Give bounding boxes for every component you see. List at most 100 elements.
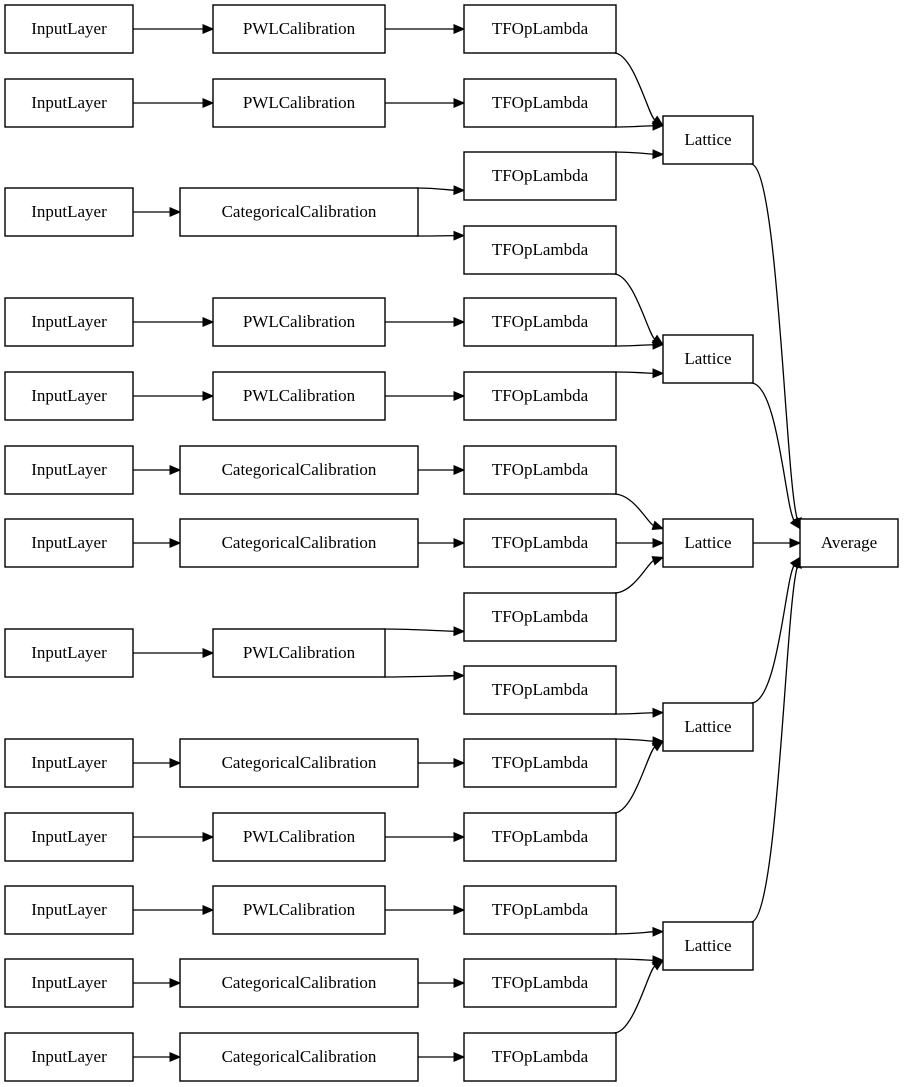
node-input-layer[interactable]: InputLayer: [4, 78, 134, 128]
node-box-input-layer[interactable]: [4, 297, 134, 347]
node-tfop-lambda[interactable]: TFOpLambda: [463, 4, 617, 54]
node-box-pwlcalibration[interactable]: [212, 812, 386, 862]
node-box-input-layer[interactable]: [4, 4, 134, 54]
node-box-tfop-lambda[interactable]: [463, 518, 617, 568]
node-box-lattice[interactable]: [662, 518, 754, 568]
node-box-tfop-lambda[interactable]: [463, 958, 617, 1008]
node-tfop-lambda[interactable]: TFOpLambda: [463, 958, 617, 1008]
node-box-input-layer[interactable]: [4, 812, 134, 862]
node-box-input-layer[interactable]: [4, 187, 134, 237]
node-box-tfop-lambda[interactable]: [463, 297, 617, 347]
edge-tfop-lambda-to-lattice: [613, 273, 665, 346]
node-lattice[interactable]: Lattice: [662, 334, 754, 384]
node-pwlcalibration[interactable]: PWLCalibration: [212, 812, 386, 862]
node-box-pwlcalibration[interactable]: [212, 78, 386, 128]
node-tfop-lambda[interactable]: TFOpLambda: [463, 592, 617, 642]
node-box-tfop-lambda[interactable]: [463, 225, 617, 275]
node-box-average[interactable]: [799, 518, 899, 568]
node-tfop-lambda[interactable]: TFOpLambda: [463, 1032, 617, 1082]
node-input-layer[interactable]: InputLayer: [4, 445, 134, 495]
node-tfop-lambda[interactable]: TFOpLambda: [463, 518, 617, 568]
node-box-tfop-lambda[interactable]: [463, 592, 617, 642]
node-categorical-calibration[interactable]: CategoricalCalibration: [179, 445, 419, 495]
edge-tfop-lambda-to-lattice: [613, 339, 665, 350]
node-categorical-calibration[interactable]: CategoricalCalibration: [179, 187, 419, 237]
node-box-input-layer[interactable]: [4, 518, 134, 568]
edge-pwlcalibration-to-tfop-lambda: [385, 905, 466, 915]
node-box-pwlcalibration[interactable]: [212, 4, 386, 54]
node-input-layer[interactable]: InputLayer: [4, 628, 134, 678]
node-box-categorical-calibration[interactable]: [179, 958, 419, 1008]
node-box-tfop-lambda[interactable]: [463, 665, 617, 715]
node-tfop-lambda[interactable]: TFOpLambda: [463, 151, 617, 201]
node-box-categorical-calibration[interactable]: [179, 187, 419, 237]
node-lattice[interactable]: Lattice: [662, 702, 754, 752]
node-input-layer[interactable]: InputLayer: [4, 885, 134, 935]
node-input-layer[interactable]: InputLayer: [4, 812, 134, 862]
node-box-tfop-lambda[interactable]: [463, 151, 617, 201]
node-input-layer[interactable]: InputLayer: [4, 958, 134, 1008]
node-tfop-lambda[interactable]: TFOpLambda: [463, 665, 617, 715]
node-average[interactable]: Average: [799, 518, 899, 568]
node-box-categorical-calibration[interactable]: [179, 518, 419, 568]
node-box-tfop-lambda[interactable]: [463, 738, 617, 788]
node-box-pwlcalibration[interactable]: [212, 885, 386, 935]
node-input-layer[interactable]: InputLayer: [4, 297, 134, 347]
node-input-layer[interactable]: InputLayer: [4, 187, 134, 237]
node-pwlcalibration[interactable]: PWLCalibration: [212, 885, 386, 935]
node-box-lattice[interactable]: [662, 115, 754, 165]
node-pwlcalibration[interactable]: PWLCalibration: [212, 78, 386, 128]
node-tfop-lambda[interactable]: TFOpLambda: [463, 445, 617, 495]
node-box-categorical-calibration[interactable]: [179, 445, 419, 495]
node-box-input-layer[interactable]: [4, 78, 134, 128]
node-box-pwlcalibration[interactable]: [212, 297, 386, 347]
node-categorical-calibration[interactable]: CategoricalCalibration: [179, 738, 419, 788]
node-box-lattice[interactable]: [662, 702, 754, 752]
node-pwlcalibration[interactable]: PWLCalibration: [212, 297, 386, 347]
node-box-tfop-lambda[interactable]: [463, 4, 617, 54]
node-input-layer[interactable]: InputLayer: [4, 371, 134, 421]
node-tfop-lambda[interactable]: TFOpLambda: [463, 371, 617, 421]
node-box-input-layer[interactable]: [4, 628, 134, 678]
node-categorical-calibration[interactable]: CategoricalCalibration: [179, 518, 419, 568]
node-box-input-layer[interactable]: [4, 885, 134, 935]
node-tfop-lambda[interactable]: TFOpLambda: [463, 78, 617, 128]
node-input-layer[interactable]: InputLayer: [4, 738, 134, 788]
node-categorical-calibration[interactable]: CategoricalCalibration: [179, 1032, 419, 1082]
node-box-tfop-lambda[interactable]: [463, 885, 617, 935]
node-box-tfop-lambda[interactable]: [463, 78, 617, 128]
node-tfop-lambda[interactable]: TFOpLambda: [463, 225, 617, 275]
node-categorical-calibration[interactable]: CategoricalCalibration: [179, 958, 419, 1008]
node-lattice[interactable]: Lattice: [662, 921, 754, 971]
node-pwlcalibration[interactable]: PWLCalibration: [212, 628, 386, 678]
node-box-input-layer[interactable]: [4, 445, 134, 495]
node-tfop-lambda[interactable]: TFOpLambda: [463, 885, 617, 935]
node-box-input-layer[interactable]: [4, 958, 134, 1008]
edge-input-layer-to-categorical-calibration: [133, 978, 182, 988]
node-tfop-lambda[interactable]: TFOpLambda: [463, 738, 617, 788]
node-input-layer[interactable]: InputLayer: [4, 1032, 134, 1082]
node-pwlcalibration[interactable]: PWLCalibration: [212, 371, 386, 421]
node-box-pwlcalibration[interactable]: [212, 628, 386, 678]
node-box-input-layer[interactable]: [4, 371, 134, 421]
edge-tfop-lambda-to-lattice: [613, 959, 665, 1034]
node-box-tfop-lambda[interactable]: [463, 371, 617, 421]
node-box-lattice[interactable]: [662, 921, 754, 971]
edge-categorical-calibration-to-tfop-lambda: [418, 978, 466, 988]
node-box-input-layer[interactable]: [4, 738, 134, 788]
node-tfop-lambda[interactable]: TFOpLambda: [463, 812, 617, 862]
node-box-tfop-lambda[interactable]: [463, 1032, 617, 1082]
node-box-lattice[interactable]: [662, 334, 754, 384]
node-box-pwlcalibration[interactable]: [212, 371, 386, 421]
node-input-layer[interactable]: InputLayer: [4, 4, 134, 54]
node-lattice[interactable]: Lattice: [662, 518, 754, 568]
node-pwlcalibration[interactable]: PWLCalibration: [212, 4, 386, 54]
node-box-categorical-calibration[interactable]: [179, 1032, 419, 1082]
node-box-tfop-lambda[interactable]: [463, 812, 617, 862]
node-tfop-lambda[interactable]: TFOpLambda: [463, 297, 617, 347]
node-box-categorical-calibration[interactable]: [179, 738, 419, 788]
node-input-layer[interactable]: InputLayer: [4, 518, 134, 568]
node-box-tfop-lambda[interactable]: [463, 445, 617, 495]
node-lattice[interactable]: Lattice: [662, 115, 754, 165]
node-box-input-layer[interactable]: [4, 1032, 134, 1082]
